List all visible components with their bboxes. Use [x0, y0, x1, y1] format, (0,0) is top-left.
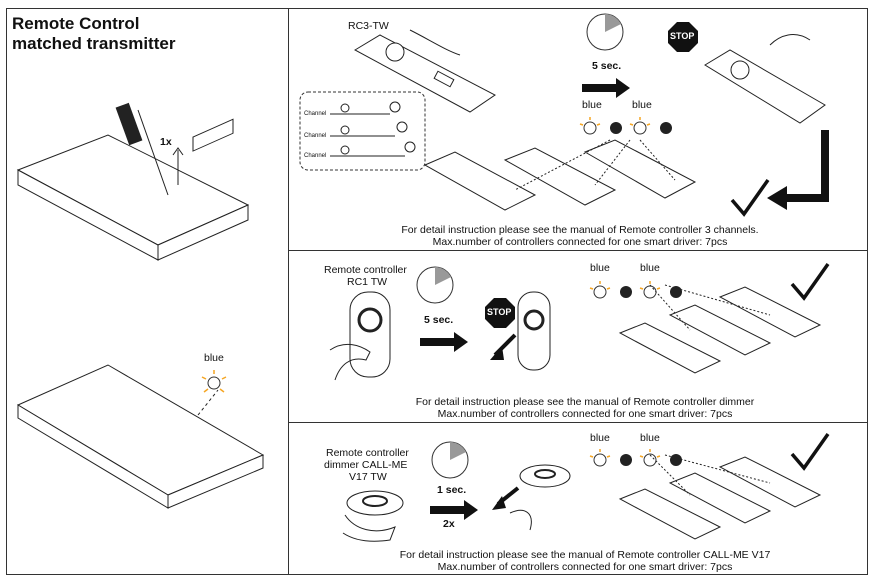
arrow-right-icon-3 [430, 500, 478, 520]
remote-callme-pressed-illustration [492, 464, 571, 531]
led-color-label-2: blue [632, 99, 652, 111]
remote-rc1-illustration [329, 291, 391, 381]
timer-label-3: 1 sec. [437, 484, 467, 496]
remote-callme-illustration [342, 490, 404, 542]
led-color-label-4: blue [640, 262, 660, 274]
return-arrow-icon [767, 130, 829, 210]
stop-label-2: STOP [487, 307, 512, 317]
driver-illustration-bottom [16, 364, 265, 509]
stop-icon [668, 22, 698, 52]
caption-rc3-line2: Max.number of controllers connected for … [432, 236, 728, 248]
caption-rc1-line1: For detail instruction please see the ma… [415, 396, 755, 408]
driver-illustration-top [16, 102, 250, 261]
remote-rc1-label-line2: RC1 TW [347, 276, 388, 288]
remote-callme-label-line3: V17 TW [349, 471, 387, 483]
page-title-line1: Remote Control [12, 14, 140, 33]
page-title-line2: matched transmitter [12, 34, 176, 53]
caption-rc1-line2: Max.number of controllers connected for … [437, 408, 733, 420]
press-count-label-2: 2x [443, 518, 455, 530]
checkmark-icon [730, 178, 770, 217]
remote-callme-label-line1: Remote controller [326, 447, 409, 459]
channel-wiring-diagram [299, 91, 426, 171]
remote-rc3-label: RC3-TW [348, 20, 389, 32]
stop-icon-2 [485, 298, 515, 328]
remote-rc3-illustration [353, 29, 496, 113]
led-status-row [579, 117, 672, 135]
timer-label-2: 5 sec. [424, 314, 454, 326]
led-color-label-5: blue [590, 432, 610, 444]
timer-icon-2 [416, 266, 454, 304]
caption-callme-line1: For detail instruction please see the ma… [399, 549, 771, 561]
checkmark-icon-2 [790, 262, 830, 301]
led-glow-icon [201, 370, 227, 393]
step-panel-callme [288, 422, 868, 575]
caption-rc3-line1: For detail instruction please see the ma… [401, 224, 759, 236]
remote-rc1-label-line1: Remote controller [324, 264, 407, 276]
caption-callme-line2: Max.number of controllers connected for … [437, 561, 733, 573]
remote-rc3-pressed-illustration [704, 34, 826, 124]
led-color-label: blue [204, 352, 224, 364]
arrow-right-icon-2 [420, 332, 468, 352]
timer-icon [586, 13, 624, 51]
led-color-label-3: blue [590, 262, 610, 274]
timer-icon-3 [431, 441, 469, 479]
timer-label: 5 sec. [592, 60, 622, 72]
remote-callme-label-line2: dimmer CALL-ME [324, 459, 408, 471]
channel-1-label: Channel [304, 111, 327, 117]
channel-2-label: Channel [304, 133, 327, 139]
drivers-group-callme [618, 454, 822, 540]
led-status-row-3 [589, 449, 682, 467]
stop-label: STOP [670, 31, 695, 41]
press-count-label: 1x [160, 136, 172, 148]
checkmark-icon-3 [790, 432, 830, 471]
led-color-label-6: blue [640, 432, 660, 444]
remote-rc1-pressed-illustration [490, 291, 551, 371]
screwdriver-icon [115, 102, 169, 196]
led-color-label-1: blue [582, 99, 602, 111]
channel-3-label: Channel [304, 153, 327, 159]
drivers-group-rc1 [618, 284, 822, 374]
drivers-group-rc3 [423, 139, 697, 211]
arrow-right-icon [582, 78, 630, 98]
